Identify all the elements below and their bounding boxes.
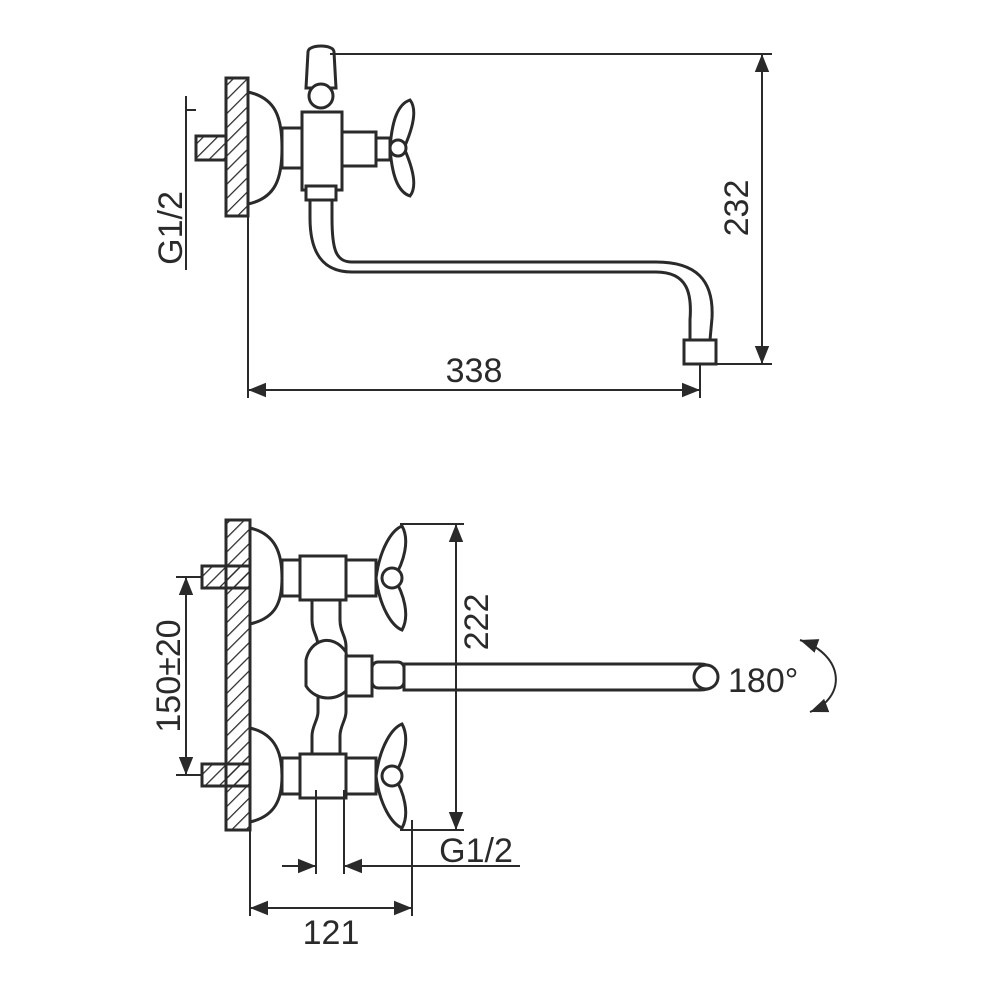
- inlet-nut: [280, 126, 304, 170]
- upper-cartridge: [344, 558, 378, 598]
- lower-handle-cap: [380, 764, 404, 788]
- spacing-label: 150±20: [150, 619, 188, 732]
- spout-nut: [304, 184, 338, 202]
- upper-nut: [280, 558, 302, 598]
- thread-label: G1/2: [439, 832, 513, 870]
- diverter-stem: [304, 44, 338, 90]
- upper-handle-cap: [380, 566, 404, 590]
- lower-flange: [248, 726, 284, 824]
- rotation-arrow: [799, 639, 837, 713]
- diverter-knob: [304, 639, 352, 700]
- depth-label: 121: [303, 914, 360, 952]
- spout-top-view: [402, 662, 718, 692]
- handle-cap: [388, 138, 408, 158]
- width-label: 338: [446, 352, 503, 390]
- lower-nut: [280, 756, 302, 796]
- side-view: 338 232 G1/2: [152, 44, 772, 398]
- rotation-label: 180°: [728, 662, 798, 700]
- upper-body: [298, 554, 348, 602]
- thread-label: G1/2: [152, 191, 190, 265]
- aerator-end: [692, 663, 720, 691]
- cartridge-housing: [340, 130, 378, 168]
- lower-body: [298, 752, 348, 800]
- spout-pipe: [308, 198, 714, 342]
- aerator: [682, 338, 718, 366]
- wall-flange: [246, 90, 284, 206]
- upper-flange: [248, 526, 284, 626]
- inlet-pipe: [194, 134, 228, 162]
- upper-inlet-pipe: [200, 564, 252, 590]
- spout-collar: [370, 660, 406, 690]
- wall-section: [224, 76, 250, 218]
- spout-swivel-nut: [344, 654, 374, 698]
- lower-inlet-pipe: [200, 762, 252, 788]
- lower-cartridge: [344, 756, 378, 796]
- top-view: 222 150±20 121 G1/2 180°: [150, 518, 837, 952]
- height-label: 232: [718, 180, 756, 237]
- diverter-knob: [307, 82, 335, 110]
- valve-body: [300, 110, 344, 192]
- handle-stem: [374, 136, 392, 162]
- height-label: 222: [458, 594, 496, 651]
